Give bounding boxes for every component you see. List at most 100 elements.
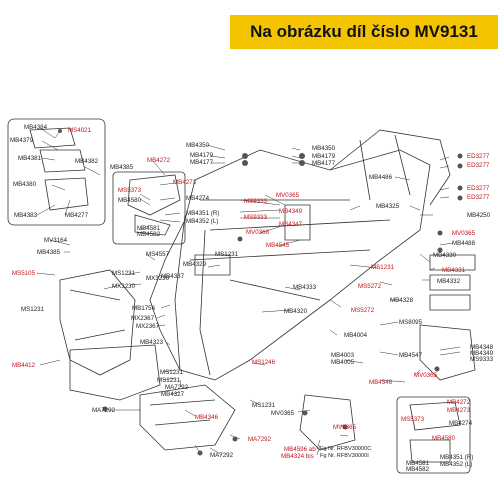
part-number-banner: Na obrázku díl číslo MV9131 (230, 15, 498, 49)
bolt-marker (299, 153, 305, 159)
part-label: MS5105 (12, 270, 36, 277)
bolt-marker (342, 424, 348, 430)
part-label: MB4488 (452, 240, 476, 247)
part-label: MB4328 (390, 297, 414, 304)
part-label: MB4277 (65, 212, 89, 219)
bolt-marker (437, 247, 443, 253)
detail-box-bottom-right (396, 396, 471, 474)
part-label: MA7292 (248, 436, 272, 443)
part-label: MB4383 (14, 212, 38, 219)
bolt-marker (457, 163, 463, 169)
part-label: MB4331 (442, 267, 466, 274)
part-label: MB4337 (161, 273, 185, 280)
part-label: MB4349 (279, 208, 303, 215)
part-label: MS1231 (160, 369, 184, 376)
part-label: MV0365 (452, 230, 476, 237)
part-label: MB4350 (186, 142, 210, 149)
part-label: MS1231 (371, 264, 395, 271)
part-label: MB4582 (137, 231, 161, 238)
part-label: MB4581 (137, 225, 161, 232)
part-label: MB4250 (467, 212, 491, 219)
bolt-marker (302, 410, 308, 416)
tl-part-a (29, 127, 86, 173)
part-label: MB4320 (284, 308, 308, 315)
part-label: MA7292 (92, 407, 116, 414)
part-label: MB4580 (432, 435, 456, 442)
part-label: MX2367 (131, 315, 155, 322)
part-label: MB4177 (190, 159, 214, 166)
part-label: MB4333 (293, 284, 317, 291)
part-label: MB4581 (406, 460, 430, 467)
rear-plate (299, 394, 356, 451)
detail-box-top-left (7, 118, 106, 226)
part-label: MS4021 (68, 127, 92, 134)
part-label: MB4384 (24, 124, 48, 131)
part-label: MB4346 (195, 414, 219, 421)
part-label: MB4177 (312, 160, 336, 167)
center-box (194, 254, 231, 276)
frame-rear-subframe (329, 129, 451, 206)
part-label: MS5373 (401, 416, 425, 423)
part-label: MB4385 (110, 164, 134, 171)
part-label: MB4381 (18, 155, 42, 162)
part-label: MX3230 (146, 275, 170, 282)
part-label: MB4004 (344, 332, 368, 339)
part-label: MB4273 (447, 407, 471, 414)
part-label: MB4486 (369, 174, 393, 181)
part-label: MS1246 (252, 359, 276, 366)
part-label: MB4274 (449, 420, 473, 427)
part-label: MS4557 (146, 251, 170, 258)
part-label: MB4323 (140, 339, 164, 346)
part-label: MV0365 (333, 424, 357, 431)
part-label: MV3164 (44, 237, 68, 244)
part-label: MS1231 (215, 251, 239, 258)
part-label: ED3277 (467, 162, 490, 169)
part-label: ED3277 (467, 194, 490, 201)
part-label: MS5373 (118, 187, 142, 194)
bolt-marker (242, 153, 248, 159)
part-label: MS5272 (351, 307, 375, 314)
part-label: MV0365 (414, 372, 438, 379)
bolt-marker (232, 436, 238, 442)
part-label: MB1756 (132, 305, 156, 312)
part-label: MA7292 (210, 452, 234, 459)
skid-plate (139, 384, 236, 451)
part-label: MV0368 (246, 229, 270, 236)
part-label: MB4352 (L) (186, 218, 219, 225)
frame-front-down-tube (174, 214, 211, 376)
part-label: MB4274 (186, 195, 210, 202)
part-label: MS9333 (244, 198, 268, 205)
bolt-marker (58, 129, 62, 133)
part-label: MV0365 (276, 192, 300, 199)
part-label: MB4582 (406, 466, 430, 473)
detail-box-middle (112, 171, 186, 245)
part-label: MB4349 (470, 350, 494, 357)
mid-bracket (127, 174, 181, 236)
tl-part-b (44, 177, 89, 211)
part-label: MB4379 (10, 137, 34, 144)
part-label: MB4005 (331, 359, 355, 366)
part-label: ED3277 (467, 153, 490, 160)
part-label: MS1231 (157, 377, 181, 384)
part-label: MB4329 (183, 261, 207, 268)
part-label: MS9333 (470, 356, 494, 363)
bolt-marker (457, 195, 463, 201)
part-label: MB4351 (R) (186, 210, 220, 217)
part-label: MB4352 (L) (440, 461, 473, 468)
bolt-marker (102, 406, 108, 412)
banner-title: Na obrázku díl číslo MV9131 (250, 22, 478, 41)
bolt-marker (437, 230, 443, 236)
bolt-marker (299, 160, 305, 166)
part-label: MB4327 (161, 391, 185, 398)
front-bracket (59, 269, 136, 376)
seat-clamp (284, 204, 311, 241)
part-label: MB4580 (118, 197, 142, 204)
part-label: MB4272 (447, 399, 471, 406)
part-label: MB4179 (190, 152, 214, 159)
part-label: MS1231 (112, 270, 136, 277)
right-plates (429, 254, 476, 311)
frame-number-note: Fg Nr. RFBV30000I (320, 453, 369, 459)
bolt-marker (237, 236, 243, 242)
part-label: MB4324 bis (281, 453, 314, 460)
